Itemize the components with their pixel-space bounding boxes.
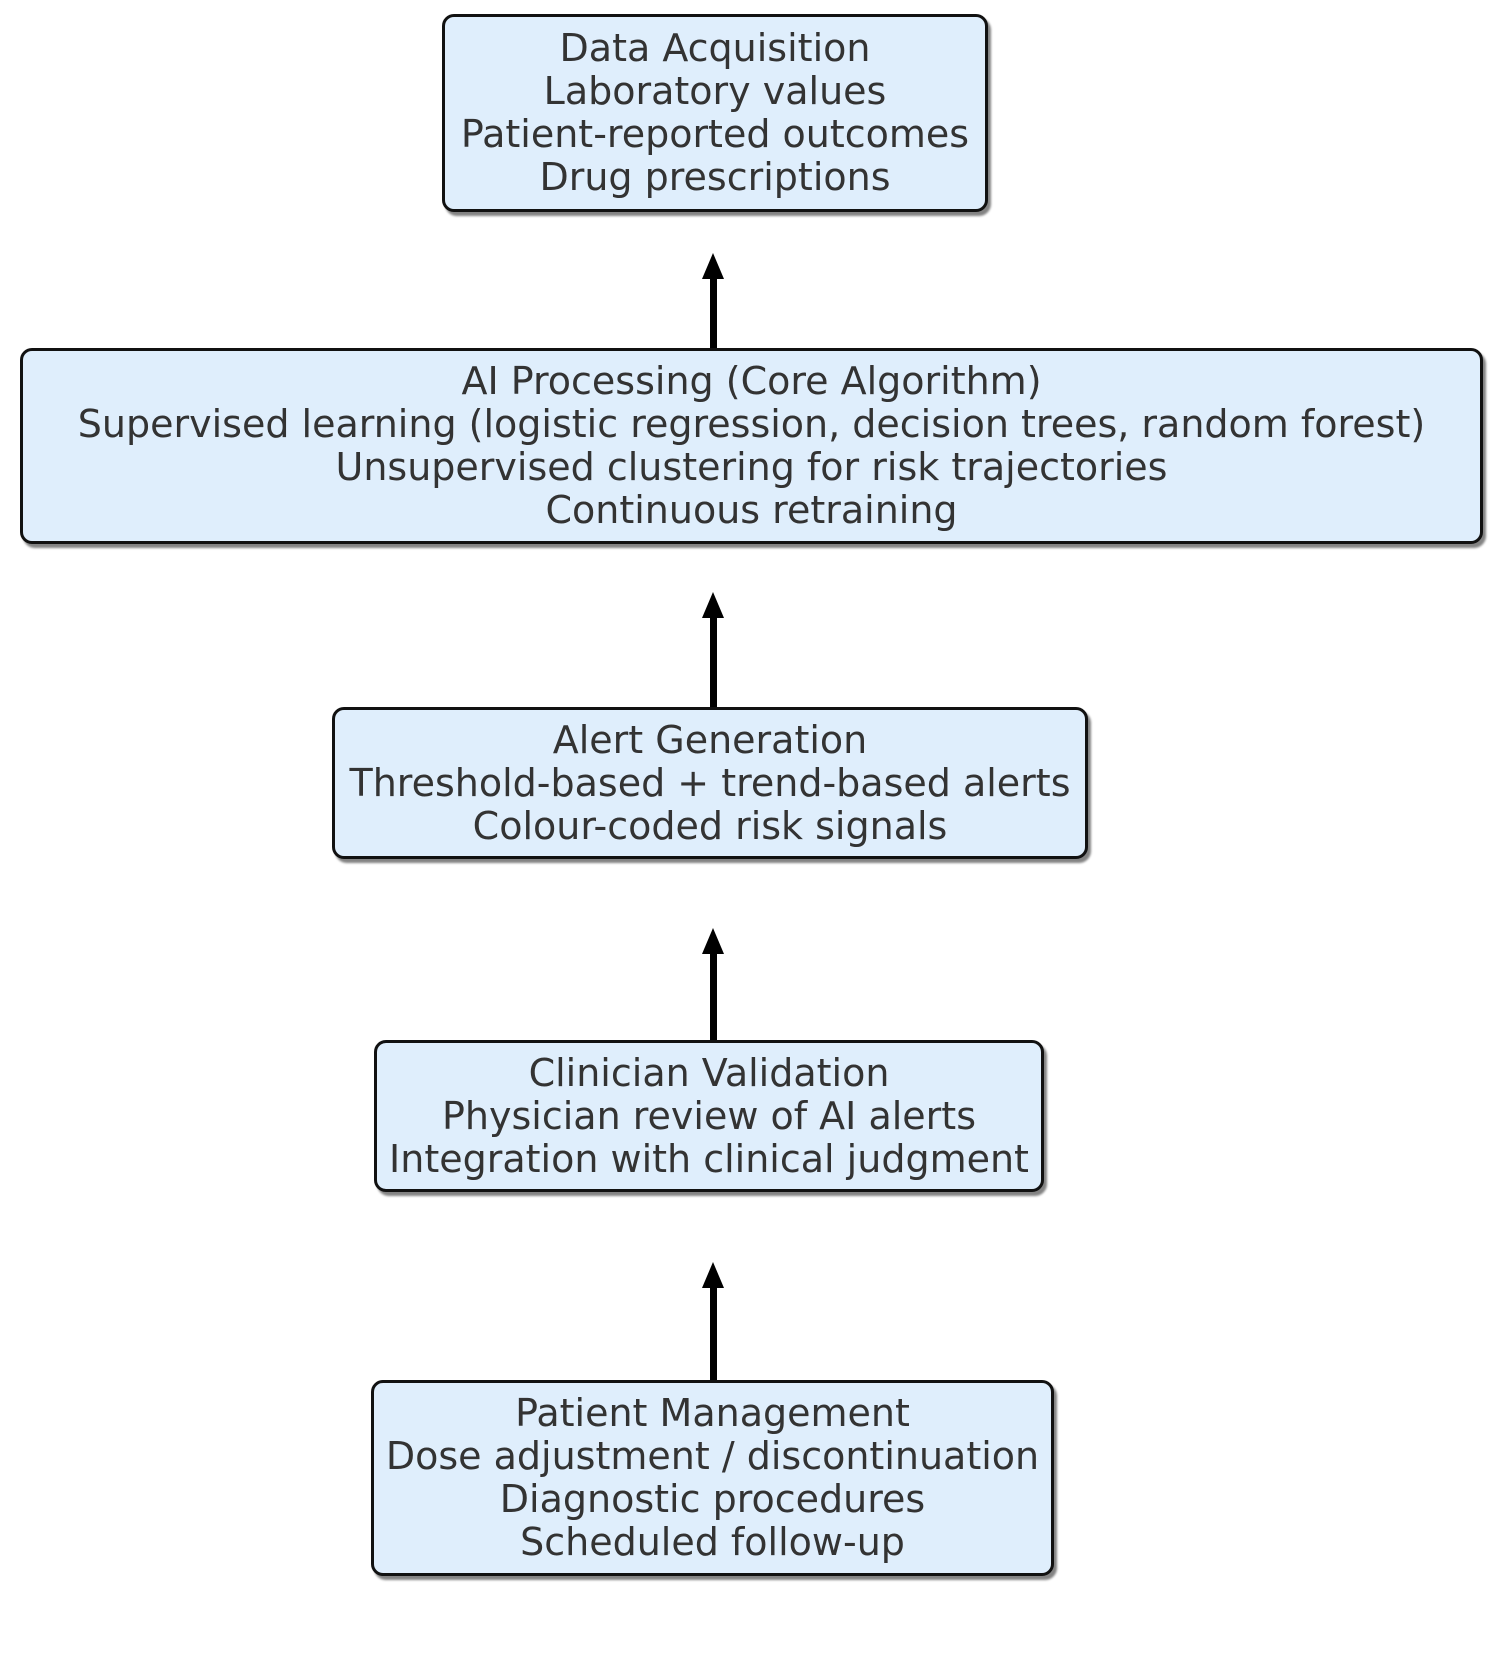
node-ai-processing[interactable]: AI Processing (Core Algorithm) Supervise… — [20, 348, 1483, 544]
node-clinician-validation-line-3: Integration with clinical judgment — [389, 1136, 1029, 1181]
arrow-stem — [710, 950, 717, 1040]
node-patient-management-line-3: Diagnostic procedures — [499, 1477, 926, 1521]
arrow-head-icon — [702, 253, 724, 279]
node-alert-generation-line-1: Alert Generation — [552, 717, 868, 762]
node-ai-processing-line-1: AI Processing (Core Algorithm) — [461, 359, 1042, 403]
node-clinician-validation-line-1: Clinician Validation — [528, 1050, 890, 1095]
node-clinician-validation-line-2: Physician review of AI alerts — [441, 1093, 977, 1138]
arrow-stem — [710, 614, 717, 707]
arrow-ai-processing-to-data-acquisition — [694, 253, 734, 348]
node-alert-generation[interactable]: Alert Generation Threshold-based + trend… — [332, 707, 1088, 859]
node-patient-management-line-1: Patient Management — [515, 1391, 910, 1435]
arrow-head-icon — [702, 1262, 724, 1288]
node-data-acquisition-line-4: Drug prescriptions — [539, 155, 891, 199]
node-patient-management[interactable]: Patient Management Dose adjustment / dis… — [371, 1380, 1054, 1576]
node-patient-management-line-2: Dose adjustment / discontinuation — [385, 1434, 1040, 1478]
arrow-stem — [710, 1284, 717, 1380]
node-ai-processing-line-3: Unsupervised clustering for risk traject… — [335, 445, 1168, 489]
node-alert-generation-line-3: Colour-coded risk signals — [472, 803, 948, 848]
node-patient-management-line-4: Scheduled follow-up — [520, 1520, 905, 1564]
node-clinician-validation[interactable]: Clinician Validation Physician review of… — [374, 1040, 1044, 1192]
node-ai-processing-line-2: Supervised learning (logistic regression… — [77, 402, 1426, 446]
arrow-alert-generation-to-ai-processing — [694, 592, 734, 707]
arrow-head-icon — [702, 928, 724, 954]
node-alert-generation-line-2: Threshold-based + trend-based alerts — [349, 760, 1071, 805]
node-data-acquisition-line-2: Laboratory values — [543, 69, 887, 113]
arrow-head-icon — [702, 592, 724, 618]
node-data-acquisition[interactable]: Data Acquisition Laboratory values Patie… — [442, 14, 988, 212]
node-data-acquisition-line-3: Patient-reported outcomes — [460, 112, 970, 156]
arrow-patient-management-to-clinician-validation — [694, 1262, 734, 1380]
node-ai-processing-line-4: Continuous retraining — [545, 488, 958, 532]
arrow-stem — [710, 275, 717, 348]
node-data-acquisition-line-1: Data Acquisition — [559, 26, 871, 70]
arrow-clinician-validation-to-alert-generation — [694, 928, 734, 1040]
